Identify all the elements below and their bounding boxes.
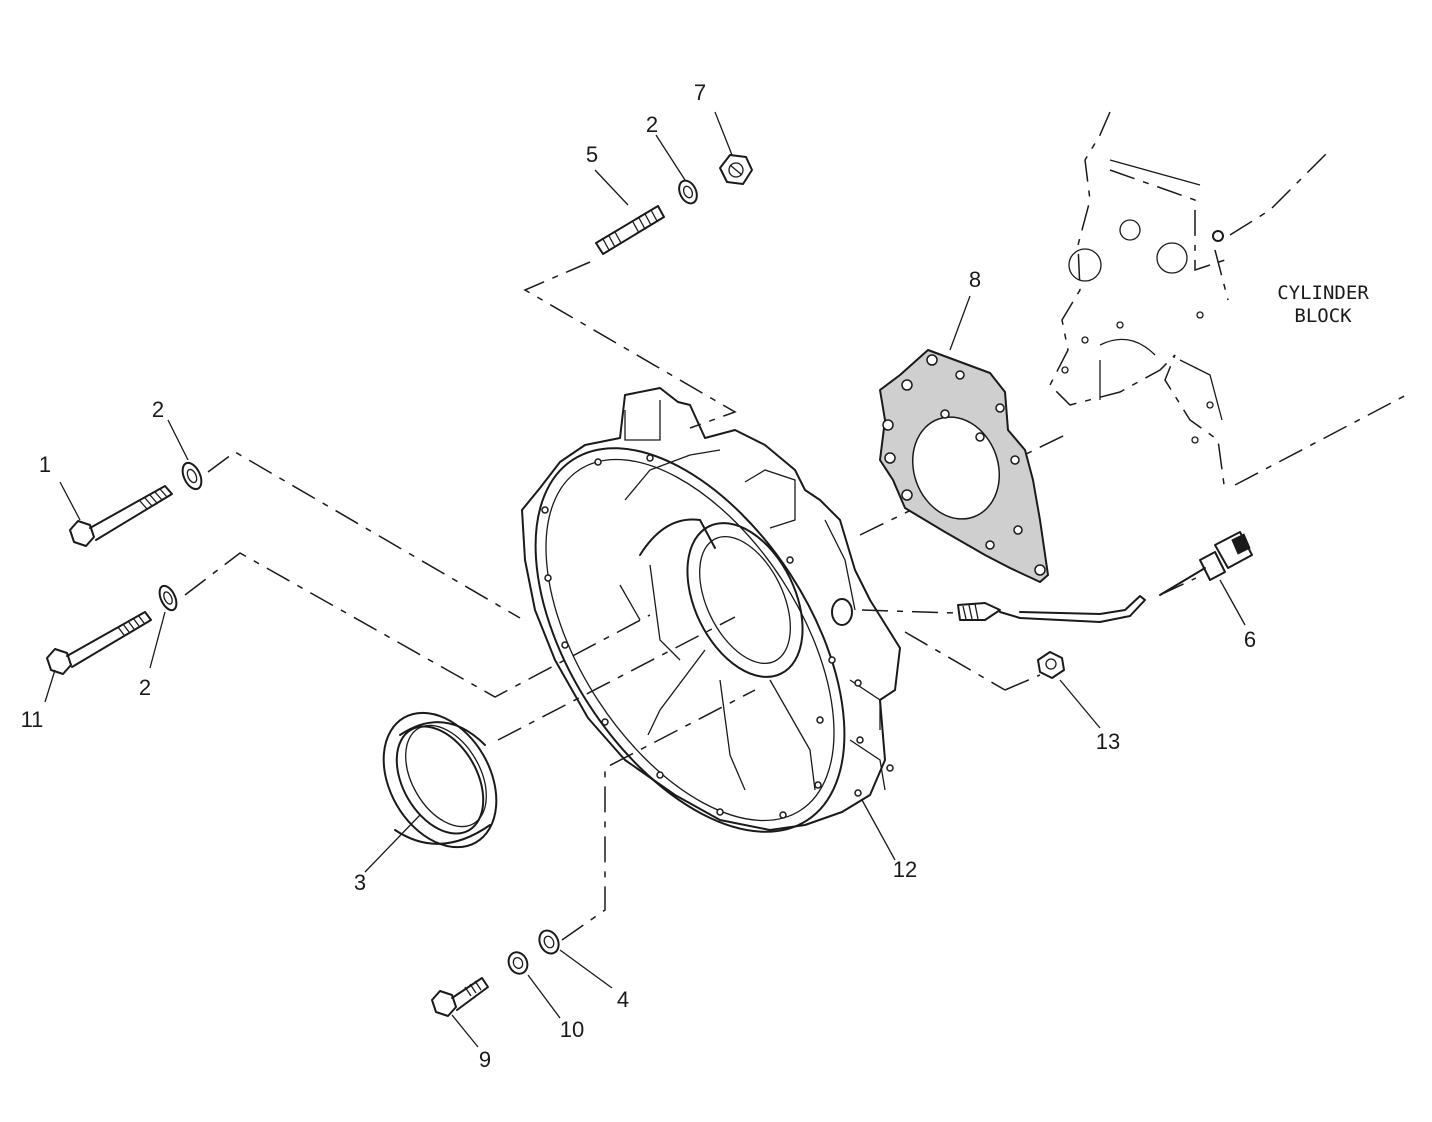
cylinder-block-label: CYLINDER BLOCK: [1277, 282, 1369, 328]
callout-13: 13: [1095, 729, 1121, 754]
leader-lines: [44, 111, 1246, 1048]
washer-10: [507, 951, 529, 975]
callout-2-upper-left: 2: [151, 397, 165, 422]
cylinder-block-label-line2: BLOCK: [1294, 305, 1352, 327]
washer-2b: [158, 584, 178, 612]
washer-2a: [181, 461, 203, 491]
gasket-8: [879, 349, 1049, 583]
callout-1: 1: [38, 452, 52, 477]
cylinder-block-label-line1: CYLINDER: [1277, 282, 1369, 305]
bolt-9: [431, 977, 489, 1017]
callout-4: 4: [616, 987, 630, 1012]
callout-2-top: 2: [645, 112, 659, 137]
stud-5: [595, 205, 665, 255]
sensor-harness: [957, 595, 1146, 623]
nut-7: [719, 154, 753, 185]
plug-13: [1037, 651, 1065, 679]
bolt-1: [69, 485, 173, 547]
callout-11: 11: [20, 707, 44, 732]
callout-6: 6: [1243, 627, 1257, 652]
callout-3: 3: [353, 870, 367, 895]
bolt-11: [46, 611, 152, 675]
callout-5: 5: [585, 142, 599, 167]
callout-9: 9: [478, 1047, 492, 1072]
washer-4: [538, 929, 560, 955]
sensor-6: [1159, 531, 1253, 596]
callout-2-lower-left: 2: [138, 675, 152, 700]
callout-10: 10: [559, 1017, 585, 1042]
washer-2c: [678, 179, 698, 205]
assembly-centerlines: [184, 261, 1413, 941]
callout-12: 12: [892, 857, 918, 882]
rear-seal-3: [382, 711, 498, 849]
cylinder-block: [1049, 111, 1331, 493]
callout-8: 8: [968, 267, 982, 292]
callout-7: 7: [693, 80, 707, 105]
flywheel-housing-12: [521, 387, 901, 833]
